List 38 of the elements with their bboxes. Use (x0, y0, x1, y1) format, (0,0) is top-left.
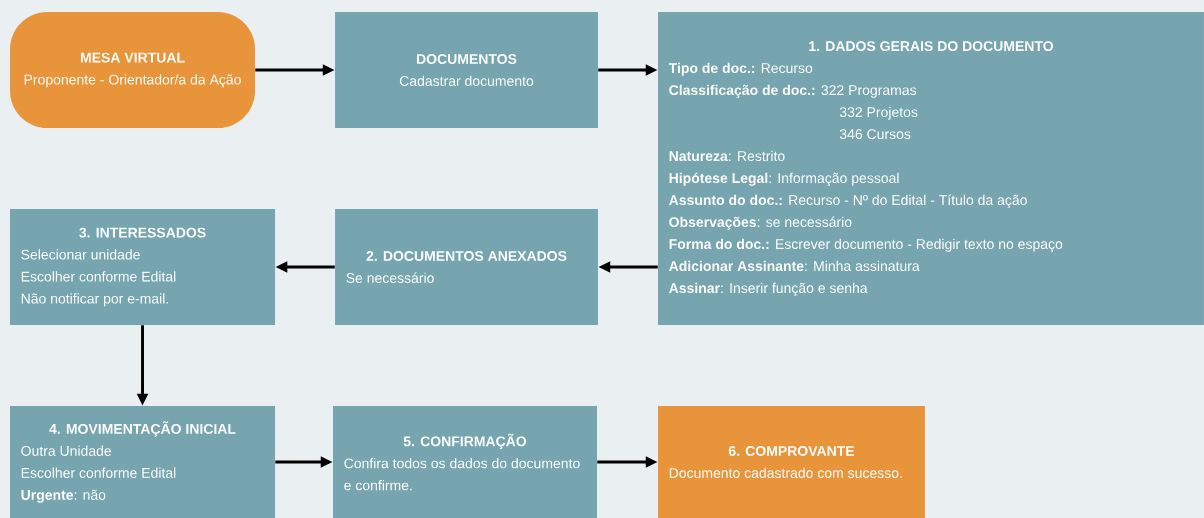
step-text: Cadastrar documento (399, 75, 534, 86)
step-text: 346 Cursos (839, 129, 911, 140)
step-text: Natureza: Restrito (669, 150, 785, 162)
step-heading: 3. INTERESSADOS (79, 227, 206, 238)
step-heading: 4. MOVIMENTAÇÃO INICIAL (49, 421, 236, 437)
step-heading: MESA VIRTUAL (80, 52, 185, 63)
step-text: Se necessário (346, 272, 434, 283)
step-text: Documento cadastrado com sucesso. (669, 467, 902, 478)
step-text: Assinar: Inserir função e senha (669, 282, 868, 296)
step-text: Tipo de doc.: Recurso (668, 62, 813, 76)
step-text: Assunto do doc.: Recurso - Nº do Edital - Título da ação (669, 194, 1027, 208)
step-heading: 6. COMPROVANTE (728, 446, 855, 456)
step-text: Não notificar por e-mail. (21, 293, 168, 307)
step-heading: DOCUMENTOS (417, 54, 517, 64)
step-heading: 1. DADOS GERAIS DO DOCUMENTO (809, 41, 1054, 52)
process-box (658, 11, 1204, 326)
step-text: 332 Projetos (839, 106, 918, 120)
step-text: Escolher conforme Edital (21, 467, 176, 478)
step-text: Hipótese Legal: Informação pessoal (669, 172, 899, 186)
step-text: Forma do doc.: Escrever documento - Redigir texto no espaço (669, 238, 1063, 252)
process-box (335, 209, 598, 325)
step-text: Urgente: não (21, 489, 106, 503)
step-text: Proponente - Orientador/a da Ação (24, 74, 241, 88)
process-box (335, 12, 598, 128)
start-box (10, 12, 256, 128)
process-box (10, 209, 276, 325)
step-text: Adicionar Assinante: Minha assinatura (669, 260, 920, 272)
process-box (658, 406, 925, 518)
step-text: Outra Unidade (21, 445, 112, 456)
step-heading: 2. DOCUMENTOS ANEXADOS (366, 251, 567, 261)
step-text: Selecionar unidade (21, 249, 140, 260)
process-box (333, 406, 597, 518)
step-text: Escolher conforme Edital (21, 271, 176, 282)
process-box (10, 406, 276, 518)
step-heading: 5. CONFIRMAÇÃO (403, 433, 527, 450)
step-text: Confira todos os dados do documento e confirme. (344, 458, 580, 491)
step-text: Classificação de doc.: 322 Programas (669, 84, 917, 98)
step-text: Observações: se necessário (669, 216, 852, 230)
